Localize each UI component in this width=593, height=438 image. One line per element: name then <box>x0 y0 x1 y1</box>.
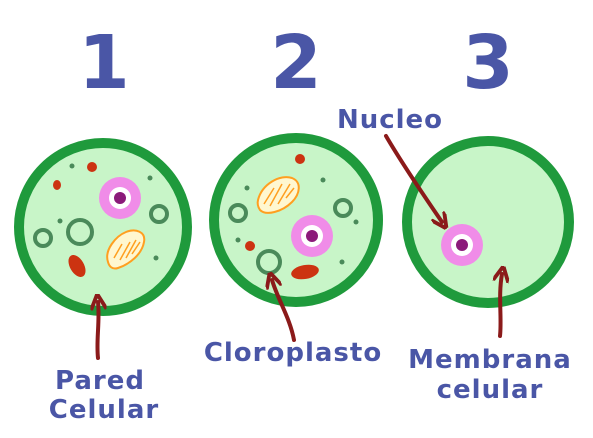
cloroplasto-arrow <box>272 280 296 342</box>
granule <box>235 237 241 243</box>
granule <box>57 218 63 224</box>
vacuole <box>228 203 248 223</box>
cell-3 <box>402 136 574 308</box>
vacuole <box>33 228 53 248</box>
label-pared-line1: Pared <box>55 366 145 396</box>
label-nucleo: Nucleo <box>337 105 443 135</box>
mitochondrion <box>53 180 61 190</box>
nucleolus <box>456 239 468 251</box>
cell-2 <box>209 133 383 307</box>
cell-number-1: 1 <box>78 20 130 106</box>
granule <box>353 219 359 225</box>
granule <box>320 177 326 183</box>
label-membrana-line1: Membrana <box>408 345 572 375</box>
label-membrana-line2: celular <box>437 375 544 405</box>
cell-number-2: 2 <box>270 20 322 106</box>
vacuole <box>66 218 94 246</box>
nucleolus <box>114 192 126 204</box>
mitochondrion <box>291 264 319 280</box>
mitochondrion <box>295 154 305 164</box>
granule <box>339 259 345 265</box>
vacuole <box>149 204 169 224</box>
cell-number-3: 3 <box>462 20 514 106</box>
label-cloroplasto: Cloroplasto <box>204 338 382 368</box>
cell-membrane <box>402 136 574 308</box>
vacuole <box>333 198 353 218</box>
chloroplast-thylakoid <box>113 239 141 261</box>
label-pared-line2: Celular <box>49 395 159 425</box>
cell-wall <box>14 138 192 316</box>
pared-arrow <box>97 302 98 360</box>
nucleo-arrow <box>384 134 442 222</box>
granule <box>244 185 250 191</box>
granule <box>153 255 159 261</box>
granule <box>147 175 153 181</box>
mitochondrion <box>87 162 97 172</box>
cell-1 <box>14 138 192 316</box>
nucleolus <box>306 230 318 242</box>
chloroplast-thylakoid <box>263 183 295 207</box>
cell-wall <box>209 133 383 307</box>
granule <box>69 163 75 169</box>
mitochondrion <box>245 241 255 251</box>
mitochondrion <box>68 255 86 277</box>
membrana-arrow <box>500 274 502 338</box>
